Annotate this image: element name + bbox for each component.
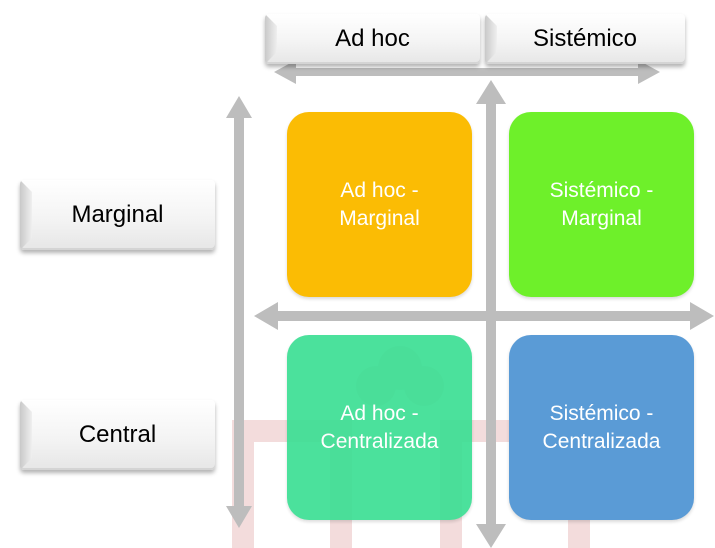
column-header-sistemico: Sistémico [485,14,685,64]
quadrant-sistemico-centralizada: Sistémico - Centralizada [509,335,694,520]
quadrant-ad-hoc-centralizada-line2: Centralizada [320,429,439,453]
column-header-ad-hoc-label: Ad hoc [335,25,410,52]
horizontal-top-arrow [274,60,660,84]
horizontal-axis-arrow [254,302,714,330]
quadrant-sistemico-centralizada-line2: Centralizada [542,429,661,453]
quadrant-sistemico-marginal-line1: Sistémico - [549,179,654,203]
quadrant-ad-hoc-centralizada-line1: Ad hoc - [340,402,419,426]
quadrant-ad-hoc-marginal-line2: Marginal [339,206,420,230]
quadrant-ad-hoc-centralizada: Ad hoc - Centralizada [287,335,472,520]
quadrant-ad-hoc-marginal: Ad hoc - Marginal [287,112,472,297]
column-header-ad-hoc: Ad hoc [265,14,480,64]
quadrant-sistemico-centralizada-line1: Sistémico - [549,402,654,426]
quadrant-ad-hoc-marginal-line1: Ad hoc - [340,179,419,203]
quadrant-sistemico-marginal: Sistémico - Marginal [509,112,694,297]
row-header-marginal: Marginal [20,180,215,250]
row-header-central: Central [20,400,215,470]
quadrant-sistemico-marginal-line2: Marginal [561,206,642,230]
vertical-axis-arrow [476,80,506,548]
column-header-sistemico-label: Sistémico [532,25,638,52]
vertical-left-arrow [226,96,252,528]
row-header-central-label: Central [78,421,157,448]
row-header-marginal-label: Marginal [71,201,164,228]
